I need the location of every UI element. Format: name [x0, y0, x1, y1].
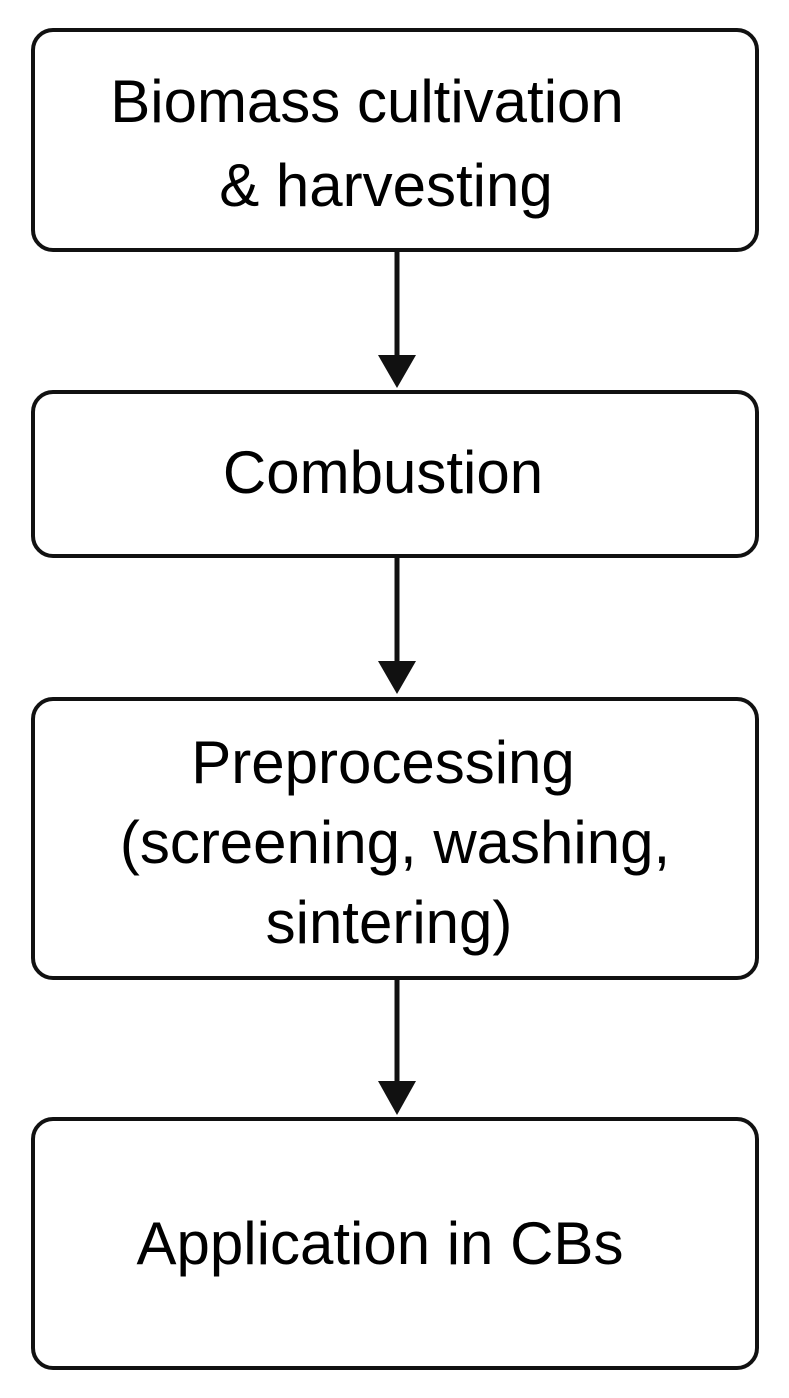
arrow-1-to-2 [378, 252, 416, 388]
step-label-line: sintering) [265, 889, 513, 956]
step-label-line: Biomass cultivation [110, 68, 624, 135]
arrow-3-to-4 [378, 980, 416, 1115]
step-label-line: (screening, washing, [119, 809, 671, 876]
step-biomass-cultivation: Biomass cultivation & harvesting [31, 28, 759, 252]
step-label-line: Application in CBs [136, 1209, 624, 1277]
step-preprocessing: Preprocessing (screening, washing, sinte… [31, 697, 759, 980]
step-label-line: Combustion [222, 439, 544, 506]
step-combustion: Combustion [31, 390, 759, 558]
arrow-2-to-3 [378, 558, 416, 694]
step-label-line: & harvesting [219, 152, 553, 219]
step-label-line: Preprocessing [191, 729, 575, 796]
step-application-in-cbs: Application in CBs [31, 1117, 759, 1370]
